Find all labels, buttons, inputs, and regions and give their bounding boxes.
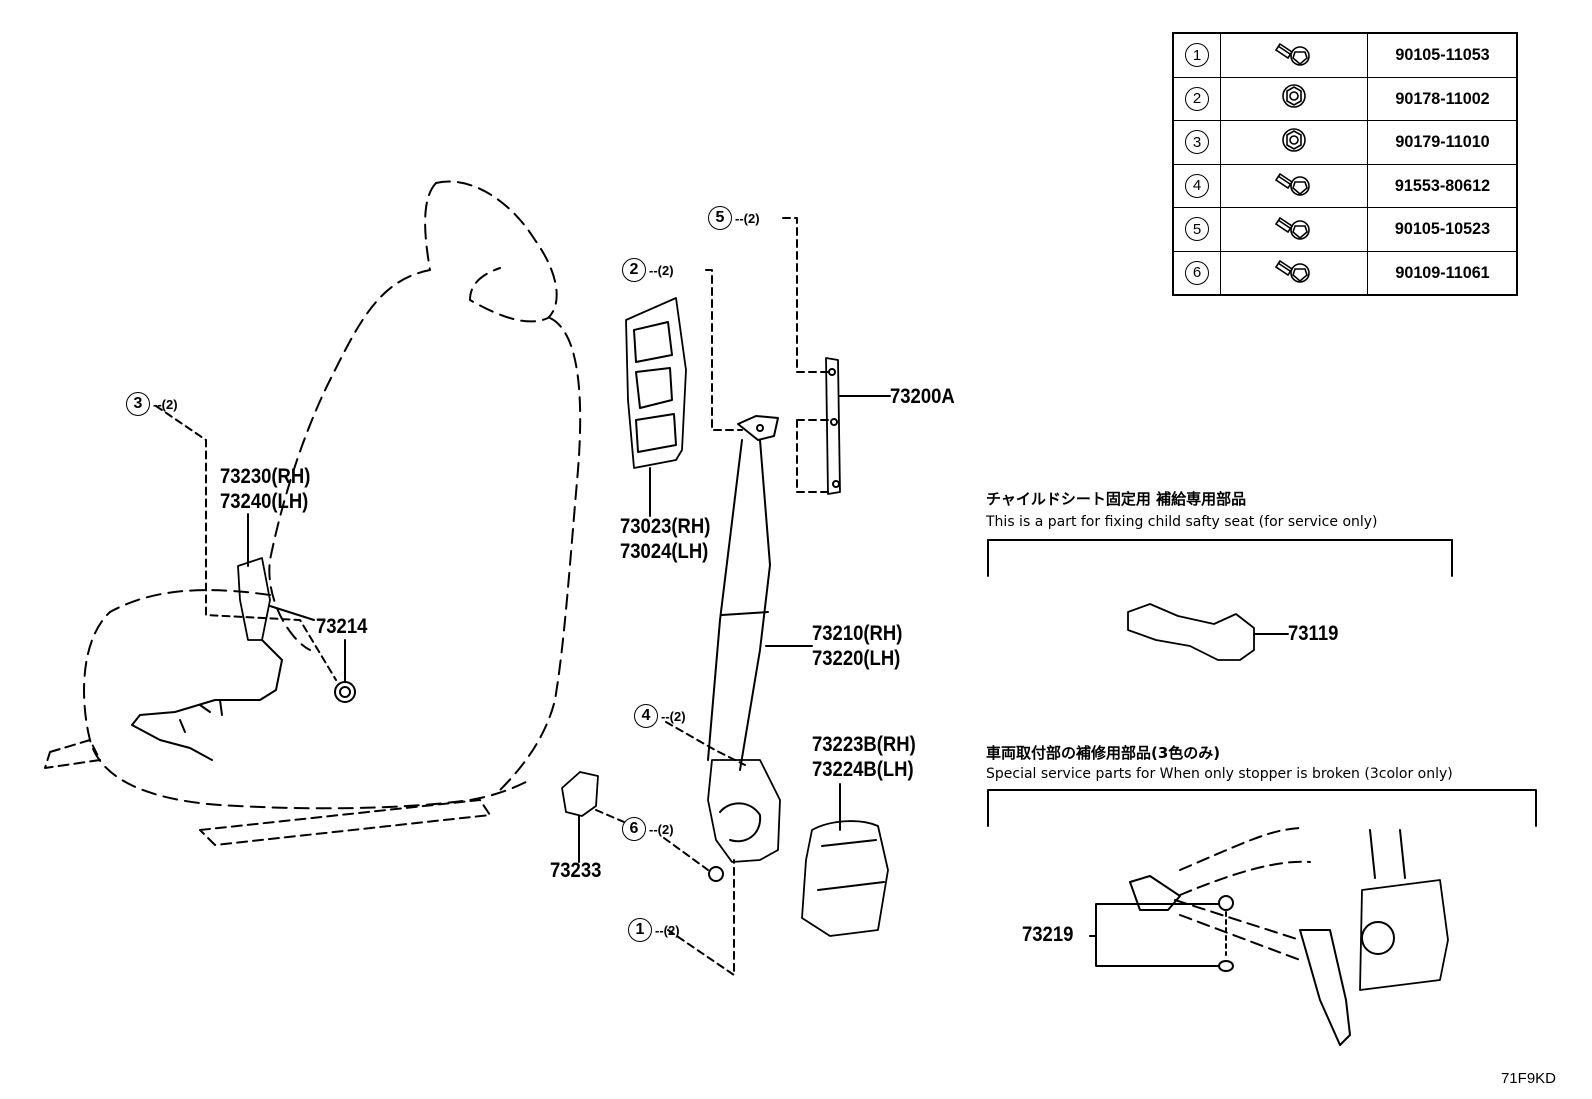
fastener-part-number: 90105-11053 <box>1370 32 1514 78</box>
stopper-detail-part <box>1129 827 1449 1046</box>
child-seat-anchor-part <box>1127 603 1255 661</box>
nut-icon <box>1220 76 1368 121</box>
child-seat-note-en: This is a part for fixing child safty se… <box>986 514 1378 530</box>
label-73024: 73024(LH) <box>620 540 709 563</box>
fastener-number: 3 <box>1172 120 1221 165</box>
fastener-number-circle: 6 <box>1185 260 1209 285</box>
leader-2 <box>705 269 743 431</box>
fastener-row: 4 91553-80612 <box>1172 163 1517 208</box>
seat-rail-right <box>199 799 491 846</box>
label-73214: 73214 <box>316 615 368 638</box>
leader-4 <box>665 721 746 766</box>
child-seat-frame <box>987 539 1453 577</box>
seat-backrest <box>268 182 437 651</box>
fastener-number: 2 <box>1172 76 1221 121</box>
leader-73214 <box>269 605 315 621</box>
fastener-number: 1 <box>1172 32 1221 78</box>
label-73233: 73233 <box>550 859 602 882</box>
seat-cushion <box>83 589 531 810</box>
fastener-row: 5 90105-10523 <box>1172 207 1517 252</box>
fastener-part-number: 90105-10523 <box>1370 207 1514 252</box>
fastener-number-circle: 5 <box>1185 217 1209 242</box>
fastener-number-circle: 2 <box>1185 86 1209 111</box>
callout-4: 4--(2) <box>634 704 686 728</box>
stopper-note-en: Special service parts for When only stop… <box>986 766 1453 782</box>
bolt-icon <box>1220 207 1368 252</box>
stopper-note-jp: 車両取付部の補修用部品(3色のみ) <box>986 744 1221 762</box>
fastener-part-number: 90179-11010 <box>1370 120 1514 165</box>
label-73223B: 73223B(RH) <box>812 733 916 756</box>
seat-buckle-part <box>131 557 283 761</box>
callout-1: 1--(2) <box>628 918 680 942</box>
leader-1 <box>667 859 735 976</box>
grommet <box>334 681 356 703</box>
fastener-number: 4 <box>1172 163 1221 208</box>
callout-6: 6--(2) <box>622 817 674 841</box>
retractor-cover-part <box>801 820 889 937</box>
fastener-part-number: 91553-80612 <box>1370 163 1514 208</box>
bolt-icon <box>1220 250 1368 296</box>
fastener-table: 1 90105-11053 2 90178-11002 3 90179-11010 4 915… <box>1172 32 1518 296</box>
diagram-code: 71F9KD <box>1500 1070 1556 1087</box>
fastener-part-number: 90109-11061 <box>1370 250 1514 296</box>
label-73224B: 73224B(LH) <box>812 758 914 781</box>
fastener-part-number: 90178-11002 <box>1370 76 1514 121</box>
callout-5: 5--(2) <box>708 206 760 230</box>
label-73240: 73240(LH) <box>220 490 309 513</box>
anchor-cover-part <box>625 297 687 469</box>
fastener-number-circle: 1 <box>1185 43 1209 68</box>
seat-belt-part <box>707 415 781 882</box>
leader-3 <box>155 405 337 681</box>
callout-2: 2--(2) <box>622 258 674 282</box>
bracket-part <box>561 771 599 817</box>
leader-73219 <box>1089 903 1219 967</box>
fastener-row: 3 90179-11010 <box>1172 120 1517 165</box>
nut-icon <box>1220 120 1368 165</box>
label-73119: 73119 <box>1288 622 1339 645</box>
stopper-frame <box>987 789 1537 827</box>
fastener-number: 6 <box>1172 250 1221 296</box>
height-adjuster-part <box>825 357 841 495</box>
fastener-number-circle: 3 <box>1185 130 1209 155</box>
fastener-row: 6 90109-11061 <box>1172 250 1517 296</box>
label-73210: 73210(RH) <box>812 622 903 645</box>
bolt-icon <box>1220 32 1368 78</box>
fastener-number-circle: 4 <box>1185 173 1209 198</box>
fastener-number: 5 <box>1172 207 1221 252</box>
fastener-row: 2 90178-11002 <box>1172 76 1517 121</box>
leader-6 <box>595 809 709 871</box>
label-73220: 73220(LH) <box>812 647 901 670</box>
child-seat-note-jp: チャイルドシート固定用 補給専用部品 <box>986 490 1247 508</box>
seat-rail-left <box>44 739 101 769</box>
seat-outline <box>435 180 582 791</box>
label-73219: 73219 <box>1022 923 1074 946</box>
bolt-icon <box>1220 163 1368 208</box>
label-73230: 73230(RH) <box>220 465 311 488</box>
label-73200A: 73200A <box>890 385 955 408</box>
label-73023: 73023(RH) <box>620 515 711 538</box>
fastener-row: 1 90105-11053 <box>1172 32 1517 78</box>
callout-3: 3--(2) <box>126 392 178 416</box>
leader-5 <box>782 217 831 493</box>
